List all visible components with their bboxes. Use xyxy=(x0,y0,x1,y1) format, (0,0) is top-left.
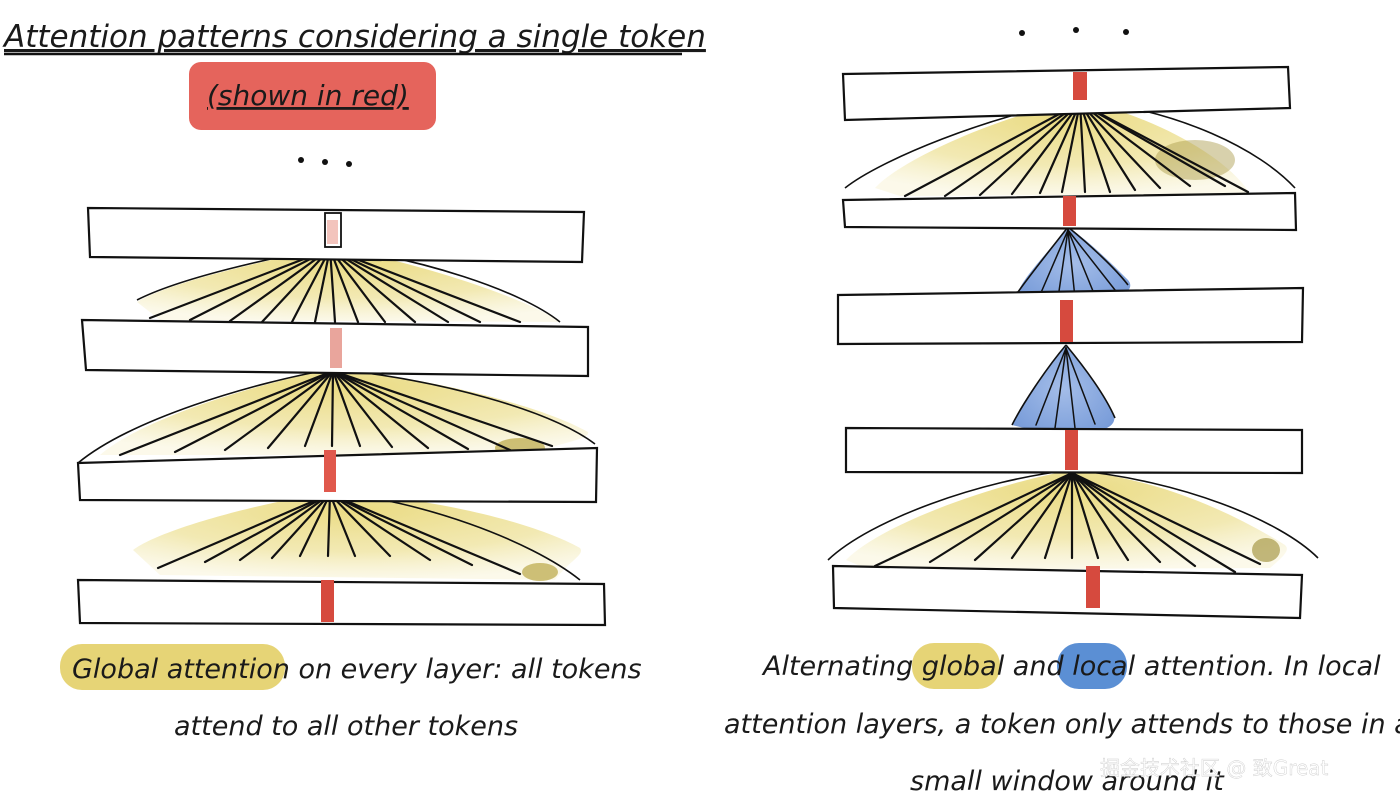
global-attention-label: Global attention xyxy=(72,654,290,685)
left-global-fan-3 xyxy=(133,491,581,581)
right-local-fan-1 xyxy=(1017,226,1131,300)
left-layer-3 xyxy=(76,446,599,504)
red-highlight-box xyxy=(189,62,436,130)
left-layer-4 xyxy=(76,578,607,627)
right-global-fan-2 xyxy=(827,469,1319,574)
global-word: global xyxy=(922,651,1005,682)
right-layer-5 xyxy=(831,564,1304,620)
watermark: 掘金技术社区 @ 致Great xyxy=(1100,756,1329,780)
right-alternating-diagram xyxy=(827,65,1319,620)
right-caption-line2: attention layers, a token only attends t… xyxy=(724,709,1400,740)
right-layer-1 xyxy=(841,65,1292,122)
left-caption-line2: attend to all other tokens xyxy=(174,711,518,742)
left-global-fan-2 xyxy=(77,368,596,464)
left-token-2 xyxy=(330,328,342,368)
right-caption-line1-post: attention. In local xyxy=(1135,651,1381,682)
page-title: Attention patterns considering a single … xyxy=(2,19,706,55)
right-local-fan-2 xyxy=(1011,344,1116,432)
red-highlight-label: (shown in red) xyxy=(207,79,409,112)
title-group: Attention patterns considering a single … xyxy=(2,19,706,130)
right-caption-prefix: Alternating xyxy=(761,651,922,682)
right-caption-mid: and xyxy=(1004,651,1072,682)
global-attention-highlight xyxy=(60,644,285,690)
svg-text:Alternating global and local a: Alternating global and local attention. … xyxy=(761,651,1381,682)
right-caption-line3: small window around it xyxy=(910,766,1225,797)
right-ellipsis xyxy=(1019,27,1129,36)
local-word: local xyxy=(1072,651,1135,682)
right-token-4 xyxy=(1065,430,1078,470)
left-caption-line1-rest: on every layer: all tokens xyxy=(290,654,642,685)
global-word-highlight xyxy=(912,643,1000,689)
right-caption: Alternating global and local attention. … xyxy=(724,643,1400,797)
local-word-highlight xyxy=(1057,643,1127,689)
left-token-4 xyxy=(321,580,334,622)
right-token-3 xyxy=(1060,300,1073,342)
left-global-diagram xyxy=(76,206,607,627)
left-caption: Global attention on every layer: all tok… xyxy=(60,644,642,742)
right-token-2 xyxy=(1063,196,1076,226)
right-token-1 xyxy=(1073,72,1087,100)
left-ellipsis xyxy=(298,157,352,167)
left-token-3 xyxy=(324,450,336,492)
right-global-fan-1 xyxy=(844,99,1296,198)
svg-text:Global attention on every laye: Global attention on every layer: all tok… xyxy=(72,654,642,685)
left-global-fan-1 xyxy=(136,246,561,324)
right-token-5 xyxy=(1086,566,1100,608)
